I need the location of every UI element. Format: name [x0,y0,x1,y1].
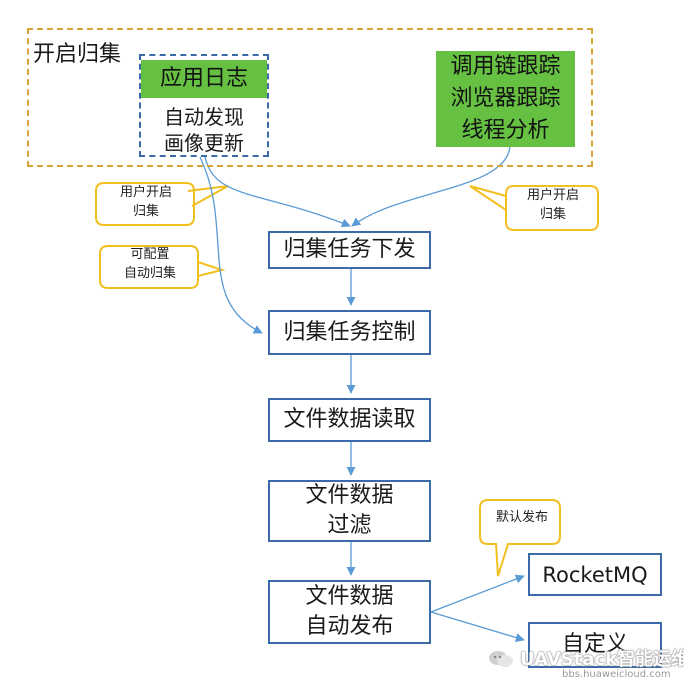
enable-collection-group [27,28,593,167]
app-log-description: 自动发现 画像更新 [164,105,244,155]
arrow-right-to-dispatch [351,146,511,227]
watermark-url: bbs.huaweicloud.com [562,669,671,680]
app-log-node: 应用日志 [141,60,267,98]
callout-configurable: 可配置 自动归集 [123,247,176,281]
step-control: 归集任务控制 [268,310,431,355]
callout-bubble-user-right [469,185,599,231]
step-filter: 文件数据 过滤 [268,480,431,542]
app-log-group [139,54,269,157]
arrow-inner-to-dispatch [204,156,351,228]
callout-bubble-user-left [95,182,229,226]
step-publish: 文件数据 自动发布 [268,580,431,644]
wechat-icon [489,651,513,667]
callout-bubble-default-publish [479,499,561,577]
watermark-title: UAVStack智能运维 [520,649,684,670]
callout-default-publish: 默认发布 [495,510,548,525]
arrow-inner-to-control [199,156,263,334]
target-custom: 自定义 [528,622,662,668]
arrow-publish-to-rocketmq [430,574,525,613]
target-rocketmq: RocketMQ [528,553,662,596]
group-label: 开启归集 [33,42,122,67]
step-read: 文件数据读取 [268,398,431,442]
callout-bubble-configurable [99,245,226,289]
arrow-publish-to-custom [430,611,525,642]
callout-user-enable-right: 用户开启 归集 [526,188,579,222]
callout-user-enable-left: 用户开启 归集 [119,185,172,219]
tracing-node: 调用链跟踪 浏览器跟踪 线程分析 [436,51,575,147]
step-dispatch: 归集任务下发 [268,231,431,269]
